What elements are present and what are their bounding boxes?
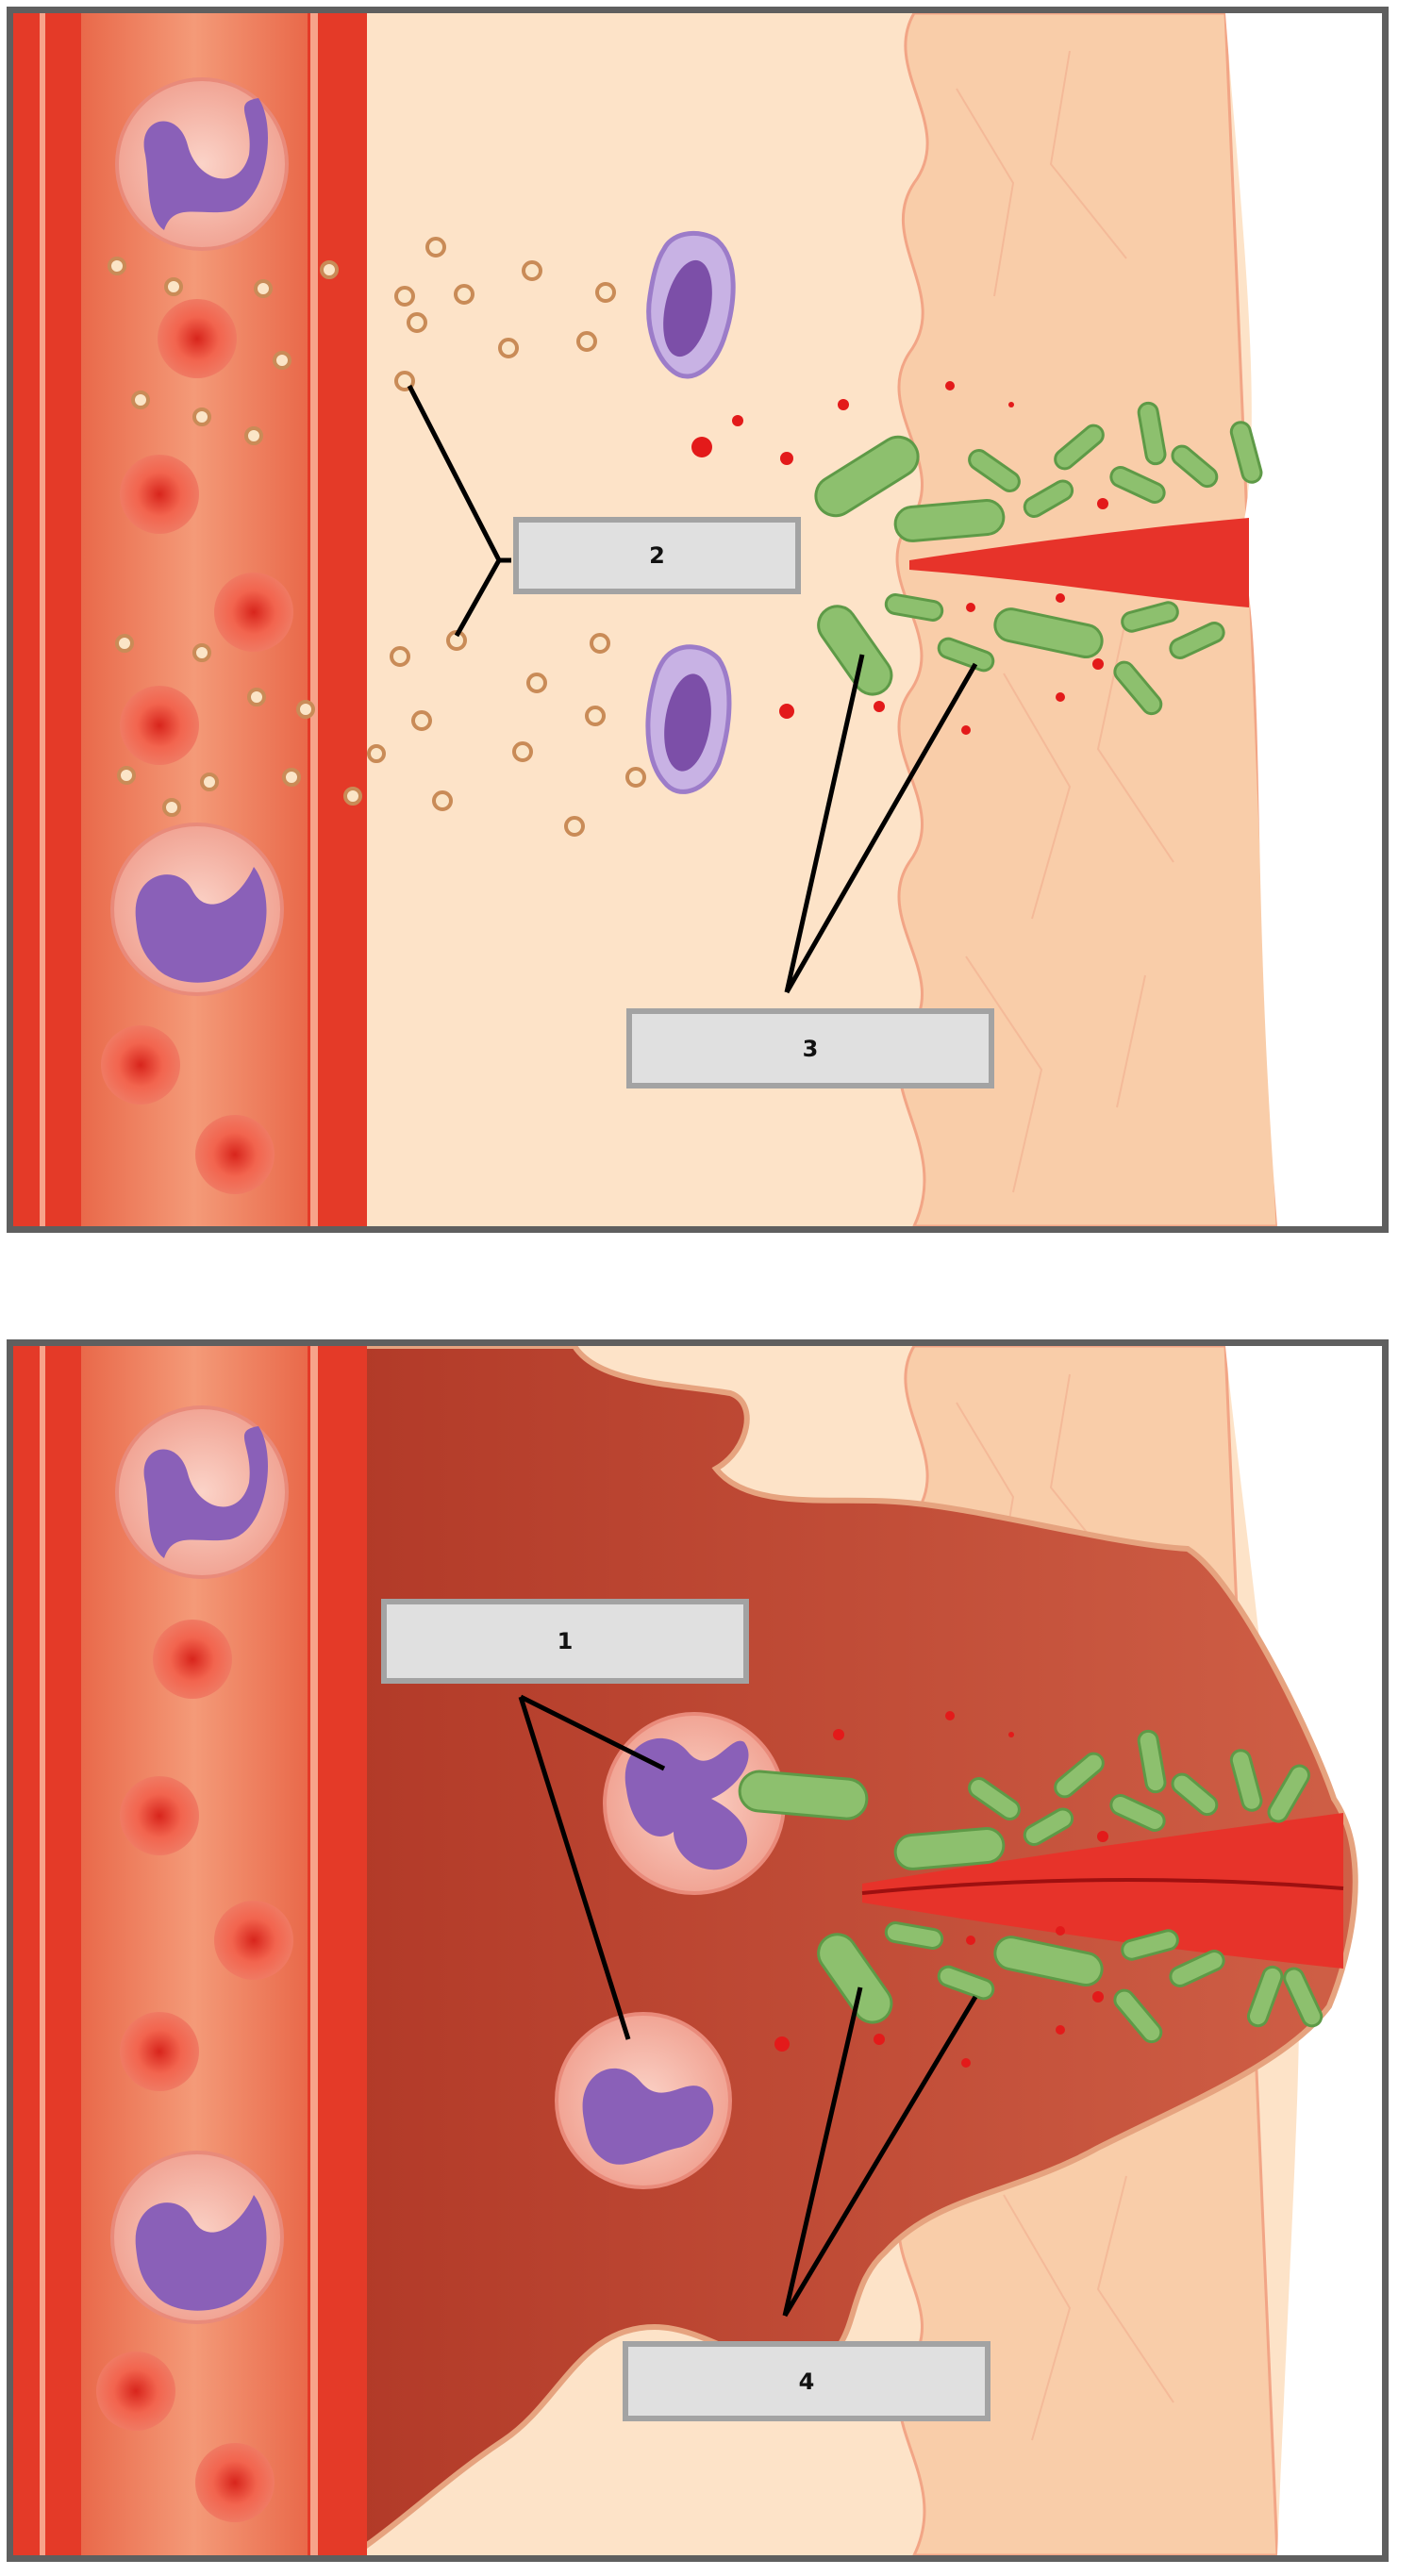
blood-droplets xyxy=(691,381,1108,735)
red-blood-cell-icon xyxy=(120,455,199,534)
red-blood-cell-icon xyxy=(101,1025,180,1105)
red-blood-cell-icon xyxy=(96,2352,175,2431)
outside-skin xyxy=(1225,13,1382,1226)
chemical-mediator-icon xyxy=(108,257,126,275)
red-blood-cell-icon xyxy=(153,1620,232,1699)
tissue-veins xyxy=(956,50,1174,1193)
red-blood-cell-icon xyxy=(158,299,237,378)
red-blood-cell-icon xyxy=(120,2012,199,2091)
neutrophil-icon xyxy=(555,2012,732,2189)
bacterium-icon xyxy=(814,435,920,518)
label-box-3[interactable]: 3 xyxy=(626,1008,994,1089)
chemical-mediators-released xyxy=(390,237,646,837)
blood-droplets xyxy=(774,1711,1108,2068)
red-blood-cell-icon xyxy=(120,1776,199,1855)
leader-lines xyxy=(518,1694,978,2318)
bacterium-icon xyxy=(738,1770,869,1820)
wound-cut xyxy=(862,1813,1343,1969)
red-blood-cells xyxy=(96,1620,293,2522)
red-blood-cells xyxy=(101,299,293,1194)
leader-lines xyxy=(407,384,978,994)
label-box-2[interactable]: 2 xyxy=(513,517,801,594)
neutrophil-icon xyxy=(110,823,284,996)
diagram-panel-top: 2 3 xyxy=(7,7,1389,1233)
red-blood-cell-icon xyxy=(120,686,199,765)
neutrophil-icon xyxy=(115,1405,289,1579)
mast-cell-icon xyxy=(646,230,736,379)
bacteria xyxy=(738,1729,1323,2044)
red-blood-cell-icon xyxy=(195,2443,275,2522)
bacteria xyxy=(814,401,1263,716)
label-box-1[interactable]: 1 xyxy=(381,1599,749,1684)
red-blood-cell-icon xyxy=(214,1901,293,1980)
neutrophil-icon xyxy=(110,2151,284,2324)
diagram-panel-bottom: 1 4 xyxy=(7,1339,1389,2562)
mast-cell-icon xyxy=(645,644,732,794)
wound-cut xyxy=(909,518,1249,607)
panel-top-illustration xyxy=(13,13,1382,1226)
neutrophil-icon xyxy=(115,77,289,251)
label-box-4[interactable]: 4 xyxy=(623,2341,990,2421)
red-blood-cell-icon xyxy=(195,1115,275,1194)
chemical-mediators-in-vessel xyxy=(108,257,386,817)
red-blood-cell-icon xyxy=(214,573,293,652)
